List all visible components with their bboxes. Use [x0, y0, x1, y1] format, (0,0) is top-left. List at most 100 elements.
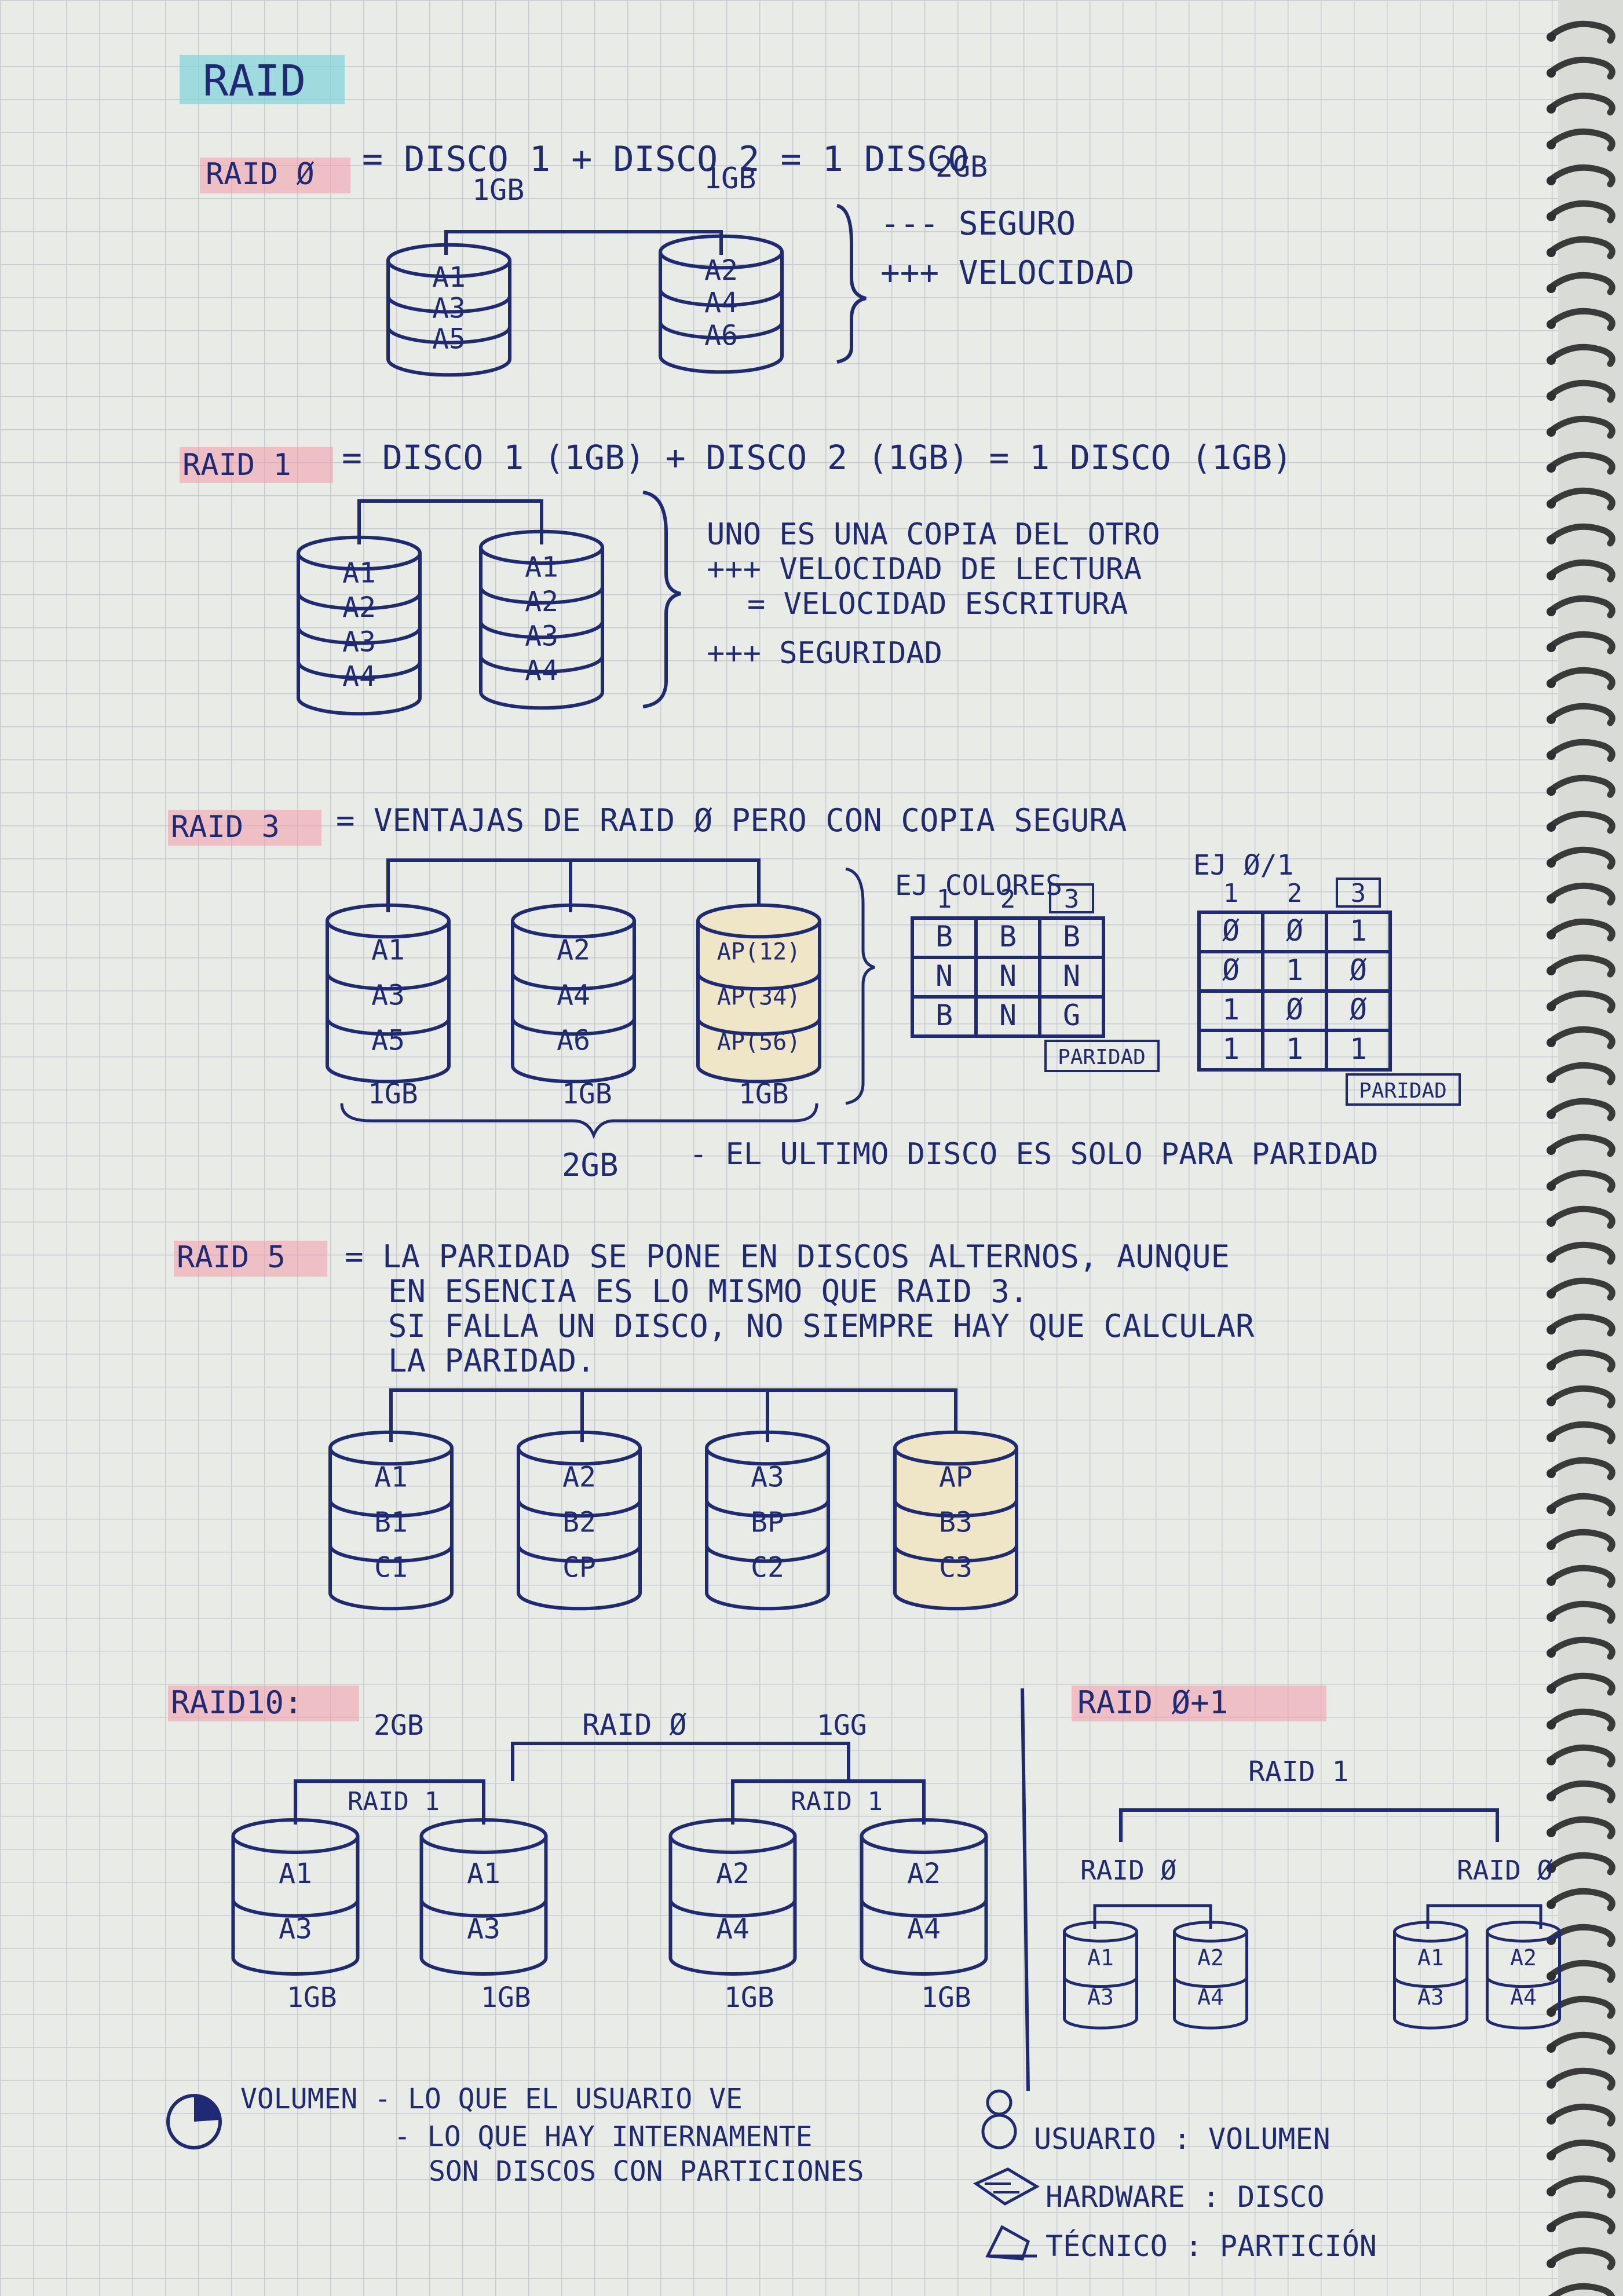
raid5-disk-1-label: A1 [374, 1461, 408, 1493]
raid5-disk-1-label: B1 [374, 1507, 408, 1539]
spiral-ring [1549, 667, 1615, 690]
raid10-size-3: 1GB [724, 1981, 774, 2014]
spiral-ring [1549, 523, 1615, 547]
raid10-disk-3-label: A4 [716, 1913, 750, 1946]
binding-hole [1547, 679, 1556, 688]
user-icon [981, 2089, 1017, 2149]
raid10-disk-1-label: A3 [279, 1913, 312, 1946]
raid0-disk-1-label: A3 [432, 292, 466, 324]
binding-hole [1547, 248, 1556, 257]
raid1-disk-1-label: A3 [342, 626, 376, 659]
colors-table-cell: N [999, 999, 1017, 1032]
spiral-ring [1549, 1529, 1615, 1552]
raid3-size-1: 1GB [368, 1078, 418, 1110]
spiral-ring [1549, 1600, 1615, 1624]
legend-hardware: HARDWARE : DISCO [1046, 2180, 1325, 2214]
raid5-disk-3-label: C2 [751, 1552, 784, 1584]
binding-hole [1547, 1648, 1556, 1658]
spiral-ring [1549, 631, 1615, 655]
binding-hole [1547, 2115, 1556, 2125]
binary-table-cell: Ø [1222, 914, 1240, 948]
binding-hole [1547, 1397, 1556, 1406]
binary-table-parity-label: PARIDAD [1359, 1079, 1447, 1103]
raid10-disk-4-label: A2 [907, 1858, 941, 1890]
raid5-heading: RAID 5 [177, 1240, 286, 1275]
spiral-ring [1549, 738, 1615, 762]
raid5-text-3: SI FALLA UN DISCO, NO SIEMPRE HAY QUE CA… [388, 1308, 1255, 1344]
binding-hole [1547, 751, 1556, 760]
spiral-ring [1549, 1852, 1615, 1875]
binding-hole [1547, 1900, 1556, 1909]
binding-hole [1547, 571, 1556, 580]
raid3-disk-2-label: A2 [557, 934, 590, 966]
raid0-size-total: 2GB [935, 150, 988, 184]
raid3-disk-3-label: AP(34) [717, 984, 801, 1011]
spiral-ring [1549, 1205, 1615, 1229]
spiral-ring [1549, 810, 1615, 834]
raid10-disk-4-label: A4 [907, 1913, 941, 1946]
binding-hole [1547, 1074, 1556, 1083]
binding-hole [1547, 2079, 1556, 2089]
spiral-ring [1549, 703, 1615, 726]
spiral-ring [1549, 1708, 1615, 1732]
raid1-disk-1-label: A4 [342, 660, 376, 693]
raid0-disk-2-label: A4 [704, 287, 738, 319]
binding-hole [1547, 787, 1556, 796]
colors-table-cell: N [999, 959, 1017, 993]
spiral-ring [1549, 990, 1615, 1014]
spiral-ring [1549, 1888, 1615, 1911]
spiral-ring [1549, 415, 1615, 439]
colors-title: EJ COLORES [895, 869, 1062, 902]
binding-hole [1547, 1684, 1556, 1694]
spiral-ring [1549, 1780, 1615, 1804]
spiral-ring [1549, 56, 1615, 80]
raid10-left-size: 2GB [374, 1709, 424, 1742]
spiral-ring [1549, 1816, 1615, 1840]
raid3-note: - EL ULTIMO DISCO ES SOLO PARA PARIDAD [689, 1137, 1379, 1172]
binary-table-col-header: 1 [1223, 879, 1239, 908]
hardware-icon [973, 2167, 1040, 2206]
binding-hole [1547, 2008, 1556, 2017]
raid5-text-2: EN ESENCIA ES LO MISMO QUE RAID 3. [388, 1273, 1028, 1310]
binary-table-cell: 1 [1350, 914, 1367, 948]
spiral-ring [1549, 1098, 1615, 1121]
raid5-disk-2-label: CP [562, 1552, 596, 1584]
colors-table-cell: G [1063, 999, 1080, 1032]
raid0-note-1: --- SEGURO [880, 205, 1076, 243]
spiral-ring [1549, 1169, 1615, 1193]
raid0-highlight [200, 158, 350, 193]
spiral-ring [1549, 1564, 1615, 1588]
raid1-highlight [180, 447, 333, 483]
binding-hole [1547, 427, 1556, 437]
raid5-text-4: LA PARIDAD. [388, 1343, 595, 1379]
raid1-heading: RAID 1 [182, 448, 291, 482]
raid0-size1: 1GB [472, 173, 524, 207]
spiral-ring [1549, 774, 1615, 798]
raid3-size-3: 1GB [739, 1078, 789, 1110]
raid3-disk-1-label: A5 [371, 1025, 405, 1057]
raid3-disk-3-label: AP(56) [717, 1029, 801, 1056]
spiral-ring [1549, 1313, 1615, 1337]
raid5-highlight [174, 1241, 327, 1277]
colors-table-col-header: 3 [1064, 884, 1080, 914]
raid5-disk-4-label: C3 [939, 1552, 973, 1584]
raid01-disk-4-label: A4 [1510, 1984, 1537, 2010]
spiral-ring [1549, 2211, 1615, 2235]
raid10-right-size: 1GG [817, 1709, 867, 1742]
binding-hole [1547, 1720, 1556, 1730]
raid5-disk-3-label: A3 [751, 1461, 784, 1493]
raid3-total: 2GB [562, 1147, 619, 1183]
spiral-ring [1549, 2103, 1615, 2127]
spiral-ring [1549, 2067, 1615, 2091]
binding-hole [1547, 1110, 1556, 1119]
